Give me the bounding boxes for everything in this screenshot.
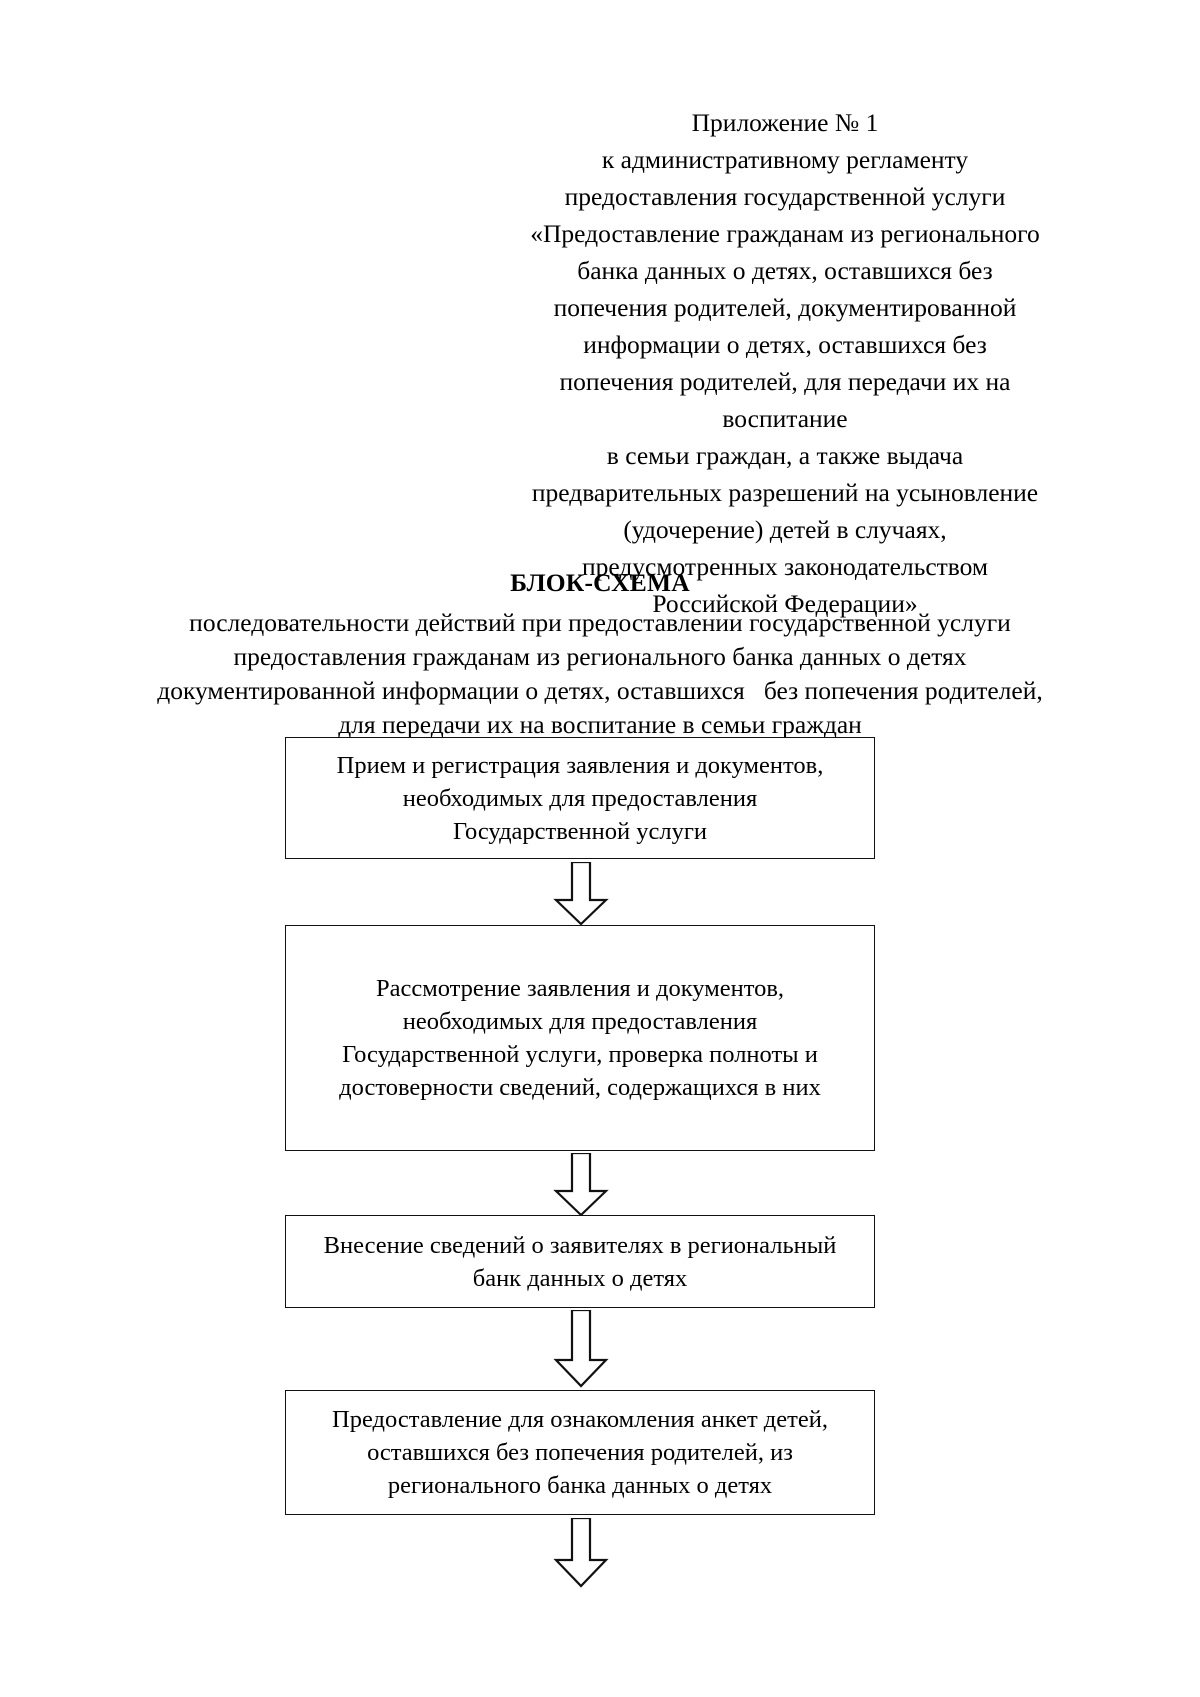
scheme-subtitle: последовательности действий при предоста… [157,608,1043,739]
scheme-title-block: БЛОК-СХЕМА последовательности действий п… [90,566,1110,742]
scheme-heading: БЛОК-СХЕМА [510,568,690,597]
flowchart-node-4: Предоставление для ознакомления анкет де… [285,1390,875,1515]
appendix-header-text: Приложение № 1 к административному регла… [530,108,1040,618]
down-block-arrow-icon-3 [553,1310,609,1388]
flowchart-node-4-label: Предоставление для ознакомления анкет де… [332,1406,828,1499]
flowchart-node-2: Рассмотрение заявления и документов, нео… [285,925,875,1151]
down-block-arrow-icon-4 [553,1518,609,1588]
flowchart-node-1: Прием и регистрация заявления и документ… [285,737,875,859]
down-block-arrow-icon-1 [553,862,609,926]
flowchart-node-2-label: Рассмотрение заявления и документов, нео… [339,975,821,1101]
flowchart-node-3-label: Внесение сведений о заявителях в региона… [323,1231,837,1292]
flowchart-node-3: Внесение сведений о заявителях в региона… [285,1215,875,1308]
flowchart-node-1-label: Прием и регистрация заявления и документ… [336,751,824,845]
appendix-header: Приложение № 1 к административному регла… [505,104,1065,622]
down-block-arrow-icon-2 [553,1153,609,1217]
